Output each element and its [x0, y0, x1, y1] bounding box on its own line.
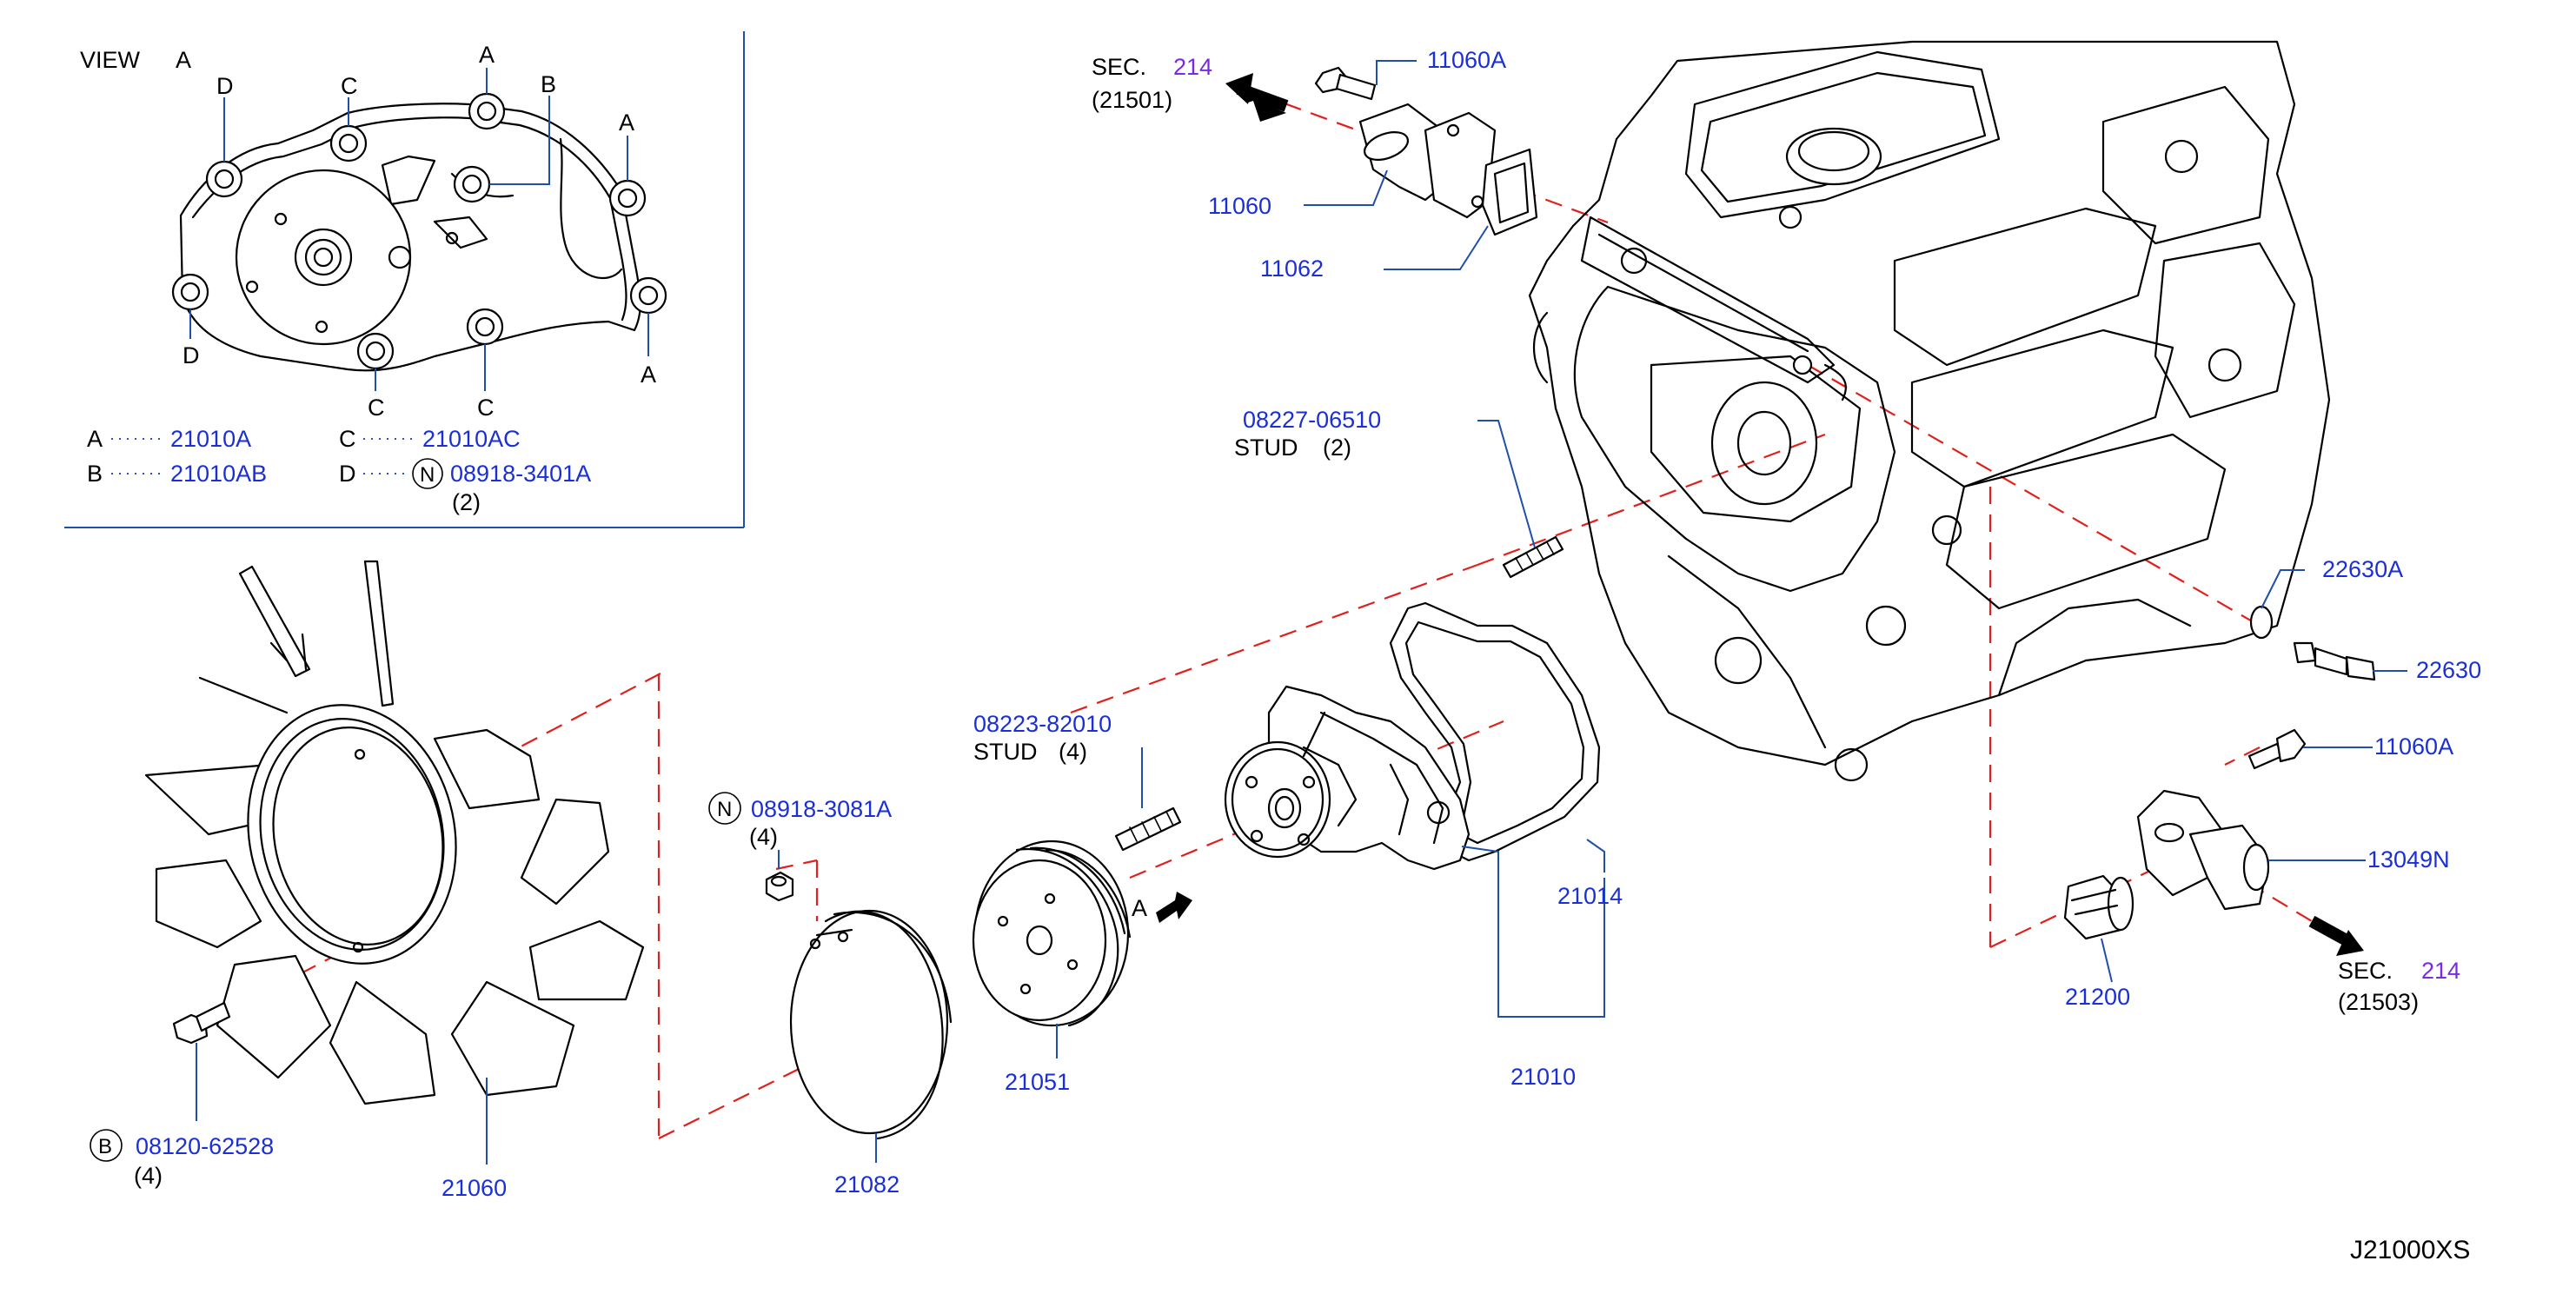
boss-c-left: [356, 332, 395, 370]
boss-b: [453, 165, 491, 203]
bolt-11060a-right: [2247, 728, 2307, 770]
callout-c-right: C: [477, 395, 495, 421]
stud-08227: [1502, 535, 1564, 579]
stud-qty-08227: (2): [1323, 435, 1351, 461]
callout-a-lower: A: [641, 362, 656, 388]
callout-d-lower: D: [183, 342, 200, 368]
legend-circle-letter: N: [420, 463, 435, 487]
engine-block: [1528, 40, 2331, 782]
sec-top-label: SEC.: [1092, 54, 1146, 80]
nut-08918: [765, 871, 794, 902]
boss-c-upper: [329, 124, 368, 163]
bolt-11060a-top: [1314, 66, 1377, 101]
fan-coupling-21082: [789, 909, 953, 1140]
part-21014[interactable]: 21014: [1557, 883, 1623, 909]
sec-arrow-top: [1225, 73, 1289, 122]
stud-desc-08227: STUD: [1234, 435, 1298, 461]
view-legend: A 21010A B 21010AB C 21010AC D N 08918-3…: [87, 426, 591, 515]
boss-d-upper: [205, 160, 243, 198]
part-22630a[interactable]: 22630A: [2322, 556, 2403, 582]
thermostat-21200: [2063, 874, 2134, 940]
diagram-id: J21000XS: [2350, 1236, 2470, 1264]
washer-22630a: [2249, 605, 2274, 640]
legend-key-d: D: [339, 461, 356, 487]
part-21200[interactable]: 21200: [2065, 984, 2130, 1010]
circle-n-08918: [708, 792, 741, 825]
qty-08120: (4): [134, 1163, 163, 1189]
legend-key-a: A: [87, 426, 103, 452]
water-outlet-11060: [1358, 103, 1497, 219]
legend-qty-d: (2): [452, 489, 481, 515]
callout-a-right: A: [619, 109, 634, 136]
legend-part-21010ac[interactable]: 21010AC: [422, 426, 521, 452]
callout-b: B: [541, 71, 556, 97]
sec-top-sub: (21501): [1092, 87, 1172, 113]
sensor-22630: [2293, 641, 2376, 681]
part-11062[interactable]: 11062: [1260, 255, 1324, 282]
part-21010[interactable]: 21010: [1510, 1064, 1576, 1090]
part-21051[interactable]: 21051: [1005, 1069, 1070, 1095]
assembly-phantom-lines: [201, 85, 2313, 1139]
callout-c-left: C: [368, 395, 385, 421]
part-08227-06510[interactable]: 08227-06510: [1243, 407, 1381, 433]
part-21082[interactable]: 21082: [834, 1171, 900, 1198]
sec-right-sub: (21503): [2338, 989, 2419, 1015]
callout-d-upper: D: [216, 73, 234, 99]
legend-key-b: B: [87, 461, 103, 487]
part-21060[interactable]: 21060: [442, 1175, 507, 1201]
engine-boss-thermostat-port: [1792, 355, 1813, 375]
view-letter: A: [176, 47, 191, 73]
callout-a-top: A: [479, 42, 495, 68]
sec-right-link[interactable]: 214: [2421, 958, 2460, 984]
bolt-08120: [172, 1001, 231, 1045]
circle-letter-08918: N: [717, 798, 732, 821]
view-title: VIEW: [80, 47, 141, 73]
part-08223-82010[interactable]: 08223-82010: [973, 711, 1112, 737]
callout-c-upper: C: [341, 73, 358, 99]
stud-qty-08223: (4): [1059, 739, 1087, 765]
oil-filler-cap: [1785, 127, 1882, 186]
stud-desc-08223: STUD: [973, 739, 1038, 765]
boss-a-lower: [629, 276, 667, 315]
sec-right-label: SEC.: [2338, 958, 2393, 984]
part-13049n[interactable]: 13049N: [2367, 846, 2450, 873]
legend-part-08918-3401a[interactable]: 08918-3401A: [450, 461, 591, 487]
sec-arrow-right: [2308, 915, 2364, 956]
sec-top-link[interactable]: 214: [1173, 54, 1212, 80]
part-11060a-right[interactable]: 11060A: [2374, 733, 2453, 760]
pulley-21051: [972, 839, 1132, 1027]
leader-lines: [196, 60, 2407, 1165]
boss-a-right: [608, 179, 647, 217]
circle-b-08120: [90, 1129, 123, 1162]
part-22630[interactable]: 22630: [2416, 657, 2481, 683]
legend-circle-n: [412, 458, 443, 489]
circle-letter-08120: B: [98, 1135, 112, 1158]
gasket-21014: [1389, 601, 1601, 862]
legend-part-21010ab[interactable]: 21010AB: [170, 461, 267, 487]
inset-view-a: VIEW A: [64, 31, 745, 528]
boss-c-right: [466, 308, 504, 346]
water-pump-21010: [1224, 685, 1471, 871]
boss-a-top: [468, 92, 506, 130]
part-11060[interactable]: 11060: [1208, 193, 1271, 219]
part-08918-3081a[interactable]: 08918-3081A: [751, 796, 892, 822]
part-11060a-top[interactable]: 11060A: [1427, 47, 1506, 73]
water-pump-back-view: [171, 92, 667, 372]
arrow-a-label: A: [1132, 895, 1147, 921]
stud-08223: [1114, 806, 1182, 852]
qty-08918: (4): [749, 824, 778, 850]
legend-key-c: C: [339, 426, 356, 452]
arrow-a: [1156, 892, 1192, 923]
cooling-fan-21060: [144, 560, 645, 1105]
water-inlet-13049n: [2136, 789, 2270, 911]
labels: SEC. 214 (21501) 11060A 11060 11062 0822…: [90, 47, 2481, 1264]
legend-part-21010a[interactable]: 21010A: [170, 426, 251, 452]
gasket-11062: [1481, 148, 1538, 236]
part-08120-62528[interactable]: 08120-62528: [136, 1133, 274, 1159]
boss-d-lower: [171, 273, 209, 311]
